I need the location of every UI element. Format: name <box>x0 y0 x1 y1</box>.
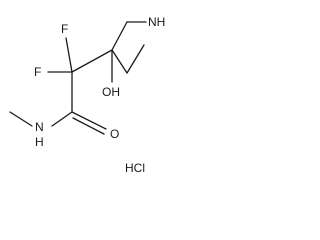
bond-ring-left <box>111 21 128 51</box>
bonds <box>9 21 147 135</box>
atom-oh: OH <box>102 85 120 99</box>
atom-f-left: F <box>34 65 41 79</box>
atom-labels: F F NH OH N H O HCl <box>34 15 165 175</box>
atom-f-top: F <box>61 22 68 36</box>
bond-ring-cf2 <box>71 49 113 73</box>
atom-o-carbonyl: O <box>110 127 119 141</box>
salt-label: HCl <box>125 161 145 175</box>
bond-carbonyl-2 <box>72 117 105 135</box>
bond-carbonyl-1 <box>71 111 107 130</box>
atom-h-amide: H <box>35 135 44 149</box>
atom-n-amide: N <box>35 120 44 134</box>
bond-ring-bottom <box>111 49 128 74</box>
bond-c-f-top <box>65 37 73 73</box>
bond-carbonyl-n <box>51 111 73 127</box>
atom-nh-ring: NH <box>148 15 165 29</box>
bond-ring-right <box>126 44 145 74</box>
molecule-structure: F F NH OH N H O HCl <box>9 15 165 175</box>
bond-n-methyl <box>9 111 33 127</box>
